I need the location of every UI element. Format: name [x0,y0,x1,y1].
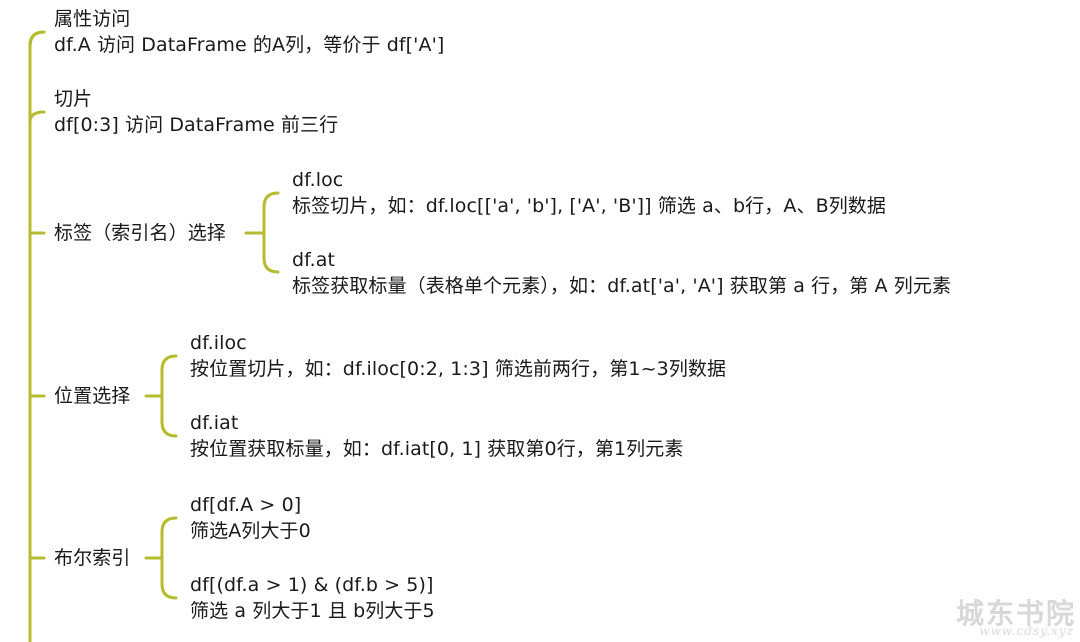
watermark-url: www.cdsy.xyz [979,624,1074,638]
topic-attribute-access-desc: df.A 访问 DataFrame 的A列，等价于 df['A'] [54,34,445,56]
subtopic-loc-desc: 标签切片，如：df.loc[['a', 'b'], ['A', 'B']] 筛选… [292,195,887,217]
topic-label-selection: 标签（索引名）选择 [54,222,226,244]
subtopic-at: df.at [292,249,335,271]
subtopic-iat: df.iat [190,412,239,434]
connector-sub-5 [144,516,178,600]
watermark-text: 城东书院 [955,597,1076,630]
subtopic-bool-combined-desc: 筛选 a 列大于1 且 b列大于5 [190,600,435,622]
topic-attribute-access: 属性访问 [54,8,131,30]
subtopic-at-desc: 标签获取标量（表格单个元素），如：df.at['a', 'A'] 获取第 a 行… [292,275,952,297]
connector-branch-1 [28,30,46,48]
connector-sub-3 [244,191,280,274]
subtopic-bool-single-desc: 筛选A列大于0 [190,520,311,542]
connector-sub-4 [144,354,178,438]
topic-slicing: 切片 [54,88,93,110]
subtopic-loc: df.loc [292,169,344,191]
connector-branch-2 [28,110,46,124]
subtopic-bool-single: df[df.A > 0] [190,494,302,516]
subtopic-iloc: df.iloc [190,332,247,354]
topic-boolean-indexing: 布尔索引 [54,547,131,569]
topic-position-selection: 位置选择 [54,385,131,407]
topic-slicing-desc: df[0:3] 访问 DataFrame 前三行 [54,114,339,136]
subtopic-iat-desc: 按位置获取标量，如：df.iat[0, 1] 获取第0行，第1列元素 [190,438,684,460]
connector-root [28,30,46,642]
subtopic-iloc-desc: 按位置切片，如：df.iloc[0:2, 1:3] 筛选前两行，第1~3列数据 [190,358,727,380]
subtopic-bool-combined: df[(df.a > 1) & (df.b > 5)] [190,574,434,596]
